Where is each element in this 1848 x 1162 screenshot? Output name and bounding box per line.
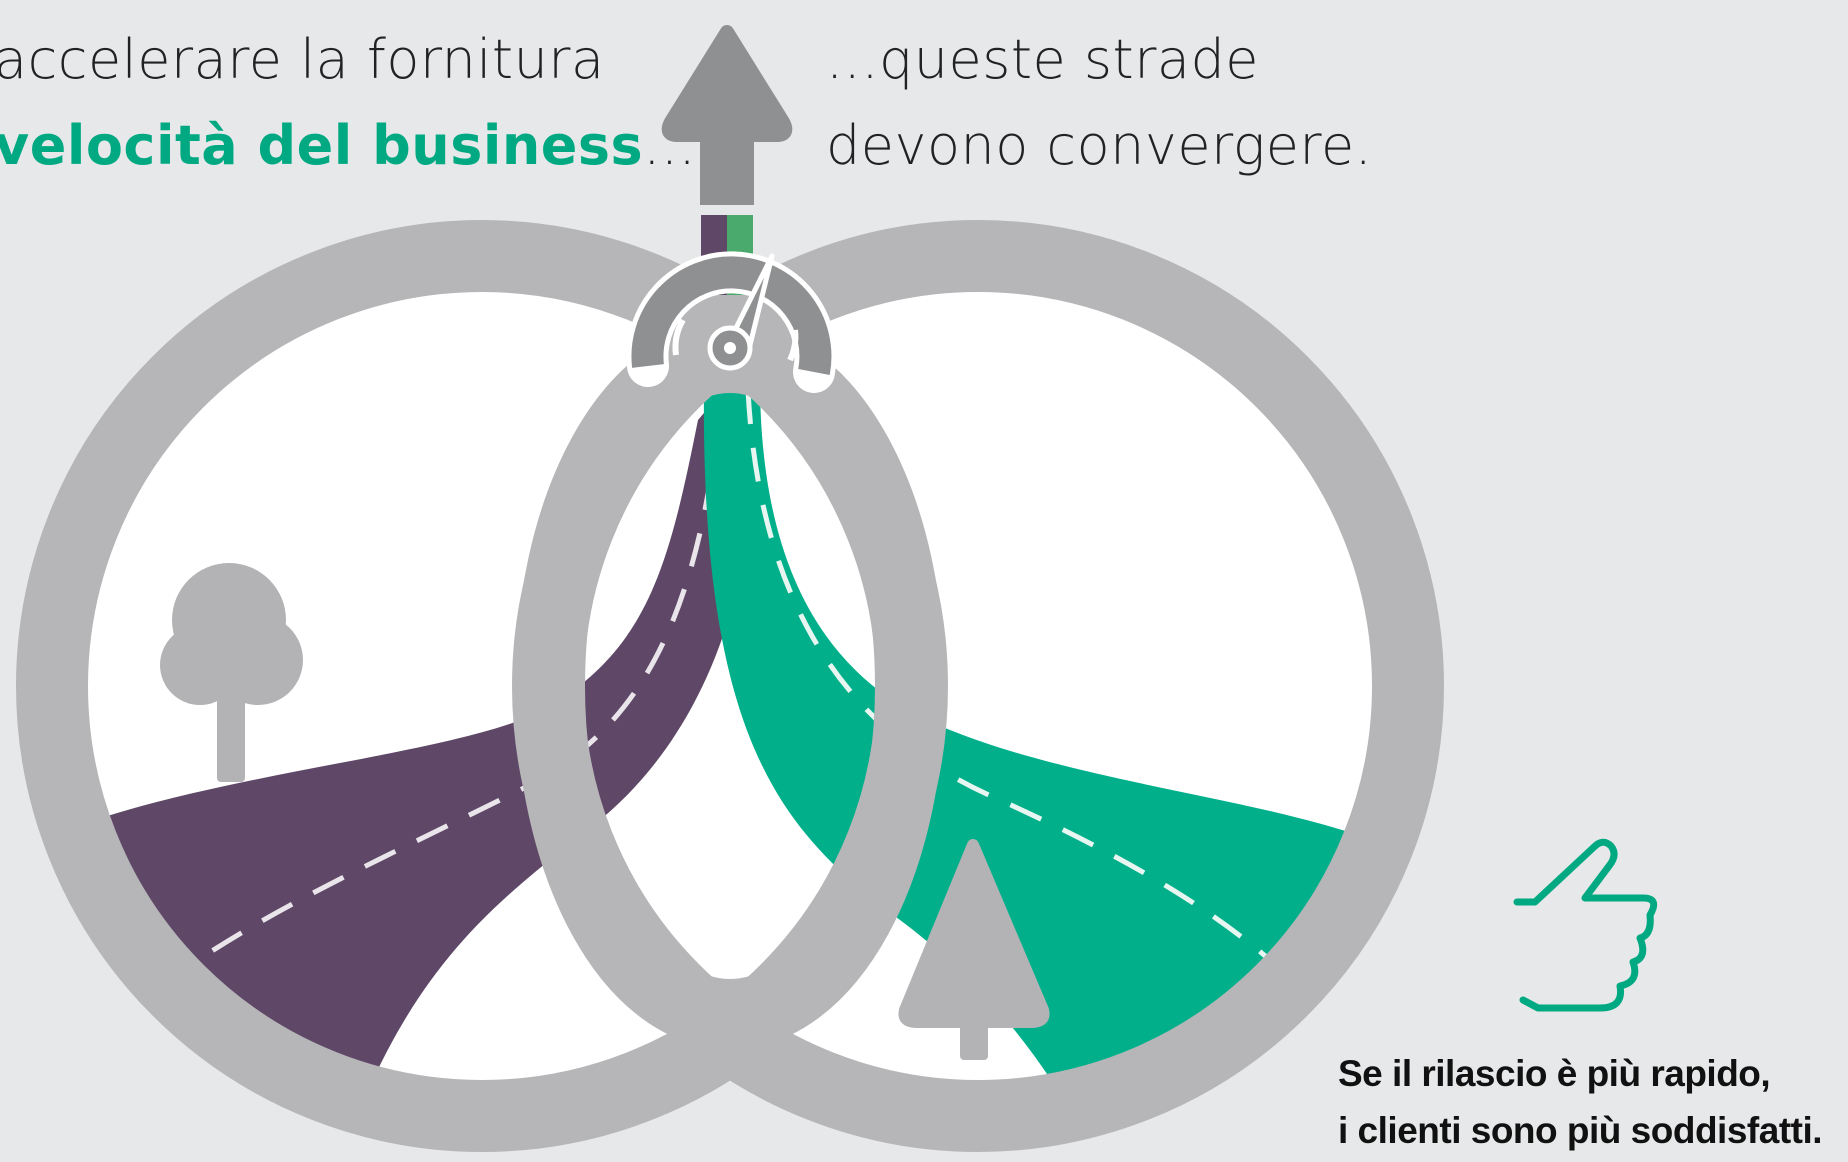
right-landscape bbox=[703, 380, 1373, 1081]
green-road bbox=[703, 380, 1373, 1081]
tagline-line2: i clienti sono più soddisfatti. bbox=[1338, 1110, 1823, 1151]
pine-tree-icon bbox=[898, 839, 1050, 1060]
purple-road-center-line bbox=[118, 389, 725, 1022]
speedometer-icon bbox=[626, 251, 837, 393]
tagline-line1: Se il rilascio è più rapido, bbox=[1338, 1053, 1771, 1094]
thumbs-up-icon bbox=[1513, 838, 1658, 1012]
headline-left-ellipsis: ... bbox=[643, 114, 697, 177]
headline-left-line2: velocità del business... bbox=[0, 104, 696, 188]
headline-left-accent: velocità del business bbox=[0, 114, 644, 177]
tagline: Se il rilascio è più rapido, i clienti s… bbox=[1338, 1045, 1823, 1159]
tree-icon bbox=[160, 563, 303, 782]
headline-left-line1: accelerare la fornitura bbox=[0, 28, 605, 91]
up-arrow-icon bbox=[661, 25, 793, 205]
headline-right-line1: ...queste strade bbox=[826, 28, 1260, 91]
green-road-center-line bbox=[745, 389, 1272, 962]
headline-right-line2: devono convergere. bbox=[826, 114, 1373, 177]
